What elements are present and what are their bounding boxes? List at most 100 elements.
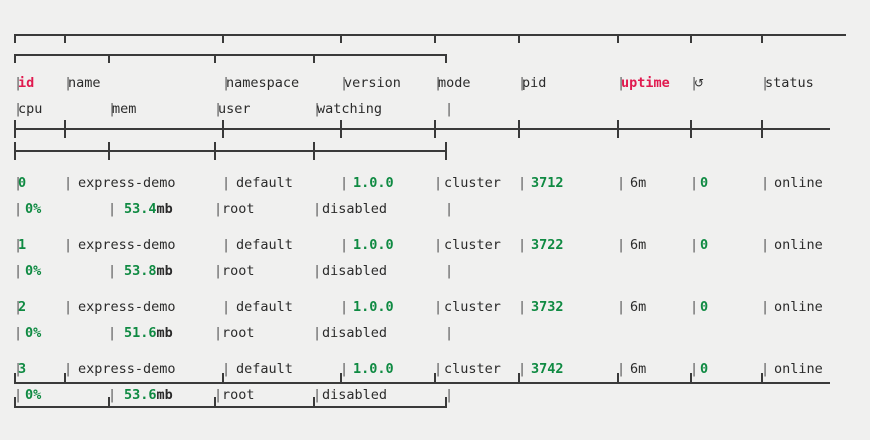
column-separator: | — [14, 175, 23, 191]
cell-mem: 53.8mb — [124, 263, 173, 279]
table-rule-tick — [761, 34, 763, 43]
cell-pid: 3732 — [531, 299, 564, 315]
column-separator: | — [222, 361, 231, 377]
cell-mem-unit: mb — [156, 201, 173, 217]
column-separator: | — [64, 75, 73, 91]
table-rule-tick — [14, 54, 16, 63]
column-separator: | — [222, 175, 231, 191]
column-separator: | — [761, 361, 770, 377]
cell-mem: 53.4mb — [124, 201, 173, 217]
table-rule-tick — [313, 54, 315, 63]
column-separator: | — [434, 175, 443, 191]
cell-name: express-demo — [78, 237, 176, 253]
column-separator: | — [14, 299, 23, 315]
column-separator: | — [14, 361, 23, 377]
cell-cpu: 0% — [25, 387, 42, 403]
cell-version: 1.0.0 — [353, 299, 394, 315]
table-rule-tick — [518, 120, 520, 138]
column-separator: | — [14, 263, 23, 279]
column-separator: | — [214, 101, 223, 117]
cell-id: 1 — [18, 237, 27, 253]
table-rule-tick — [108, 54, 110, 63]
cell-name: express-demo — [78, 361, 176, 377]
cell-pid: 3712 — [531, 175, 564, 191]
cell-pid: 3742 — [531, 361, 564, 377]
column-separator: | — [690, 75, 699, 91]
cell-status: online — [774, 237, 823, 253]
column-separator: | — [518, 237, 527, 253]
table-rule-tick — [14, 397, 16, 408]
column-separator: | — [313, 263, 322, 279]
column-separator: | — [14, 325, 23, 341]
column-separator: | — [14, 237, 23, 253]
table-rule-tick — [313, 142, 315, 160]
column-separator: | — [617, 237, 626, 253]
column-separator: | — [690, 299, 699, 315]
table-rule-tick — [617, 120, 619, 138]
table-rule-tick — [518, 34, 520, 43]
table-rule-tick — [222, 373, 224, 384]
cell-user: root — [222, 325, 255, 341]
table-rule-tick — [340, 120, 342, 138]
column-separator: | — [761, 75, 770, 91]
column-separator: | — [108, 101, 117, 117]
column-header-pid: pid — [522, 75, 547, 91]
cell-status: online — [774, 361, 823, 377]
table-rule-tick — [214, 54, 216, 63]
cell-mem-unit: mb — [156, 325, 173, 341]
column-header-watching: watching — [317, 101, 383, 117]
table-rule — [14, 406, 445, 408]
cell-user: root — [222, 201, 255, 217]
cell-watching: disabled — [322, 387, 388, 403]
cell-mode: cluster — [444, 361, 501, 377]
cell-namespace: default — [236, 299, 293, 315]
column-header-name: name — [68, 75, 101, 91]
column-separator: | — [14, 75, 23, 91]
column-separator: | — [14, 387, 23, 403]
table-rule-tick — [214, 397, 216, 408]
column-separator: | — [617, 299, 626, 315]
cell-namespace: default — [236, 237, 293, 253]
cell-namespace: default — [236, 361, 293, 377]
column-header-version: version — [344, 75, 401, 91]
column-separator: | — [108, 387, 117, 403]
column-separator: | — [222, 75, 231, 91]
cell-cpu: 0% — [25, 325, 42, 341]
table-rule-tick — [518, 373, 520, 384]
cell-user: root — [222, 263, 255, 279]
cell-id: 0 — [18, 175, 27, 191]
cell-watching: disabled — [322, 263, 388, 279]
column-separator: | — [434, 361, 443, 377]
column-separator: | — [313, 325, 322, 341]
table-rule-tick — [222, 34, 224, 43]
cell-mem: 53.6mb — [124, 387, 173, 403]
table-rule — [14, 34, 846, 36]
table-rule-tick — [434, 120, 436, 138]
column-separator: | — [14, 101, 23, 117]
column-separator: | — [434, 75, 443, 91]
table-rule-tick — [14, 373, 16, 384]
cell-id: 3 — [18, 361, 27, 377]
cell-pid: 3722 — [531, 237, 564, 253]
column-separator: | — [445, 325, 454, 341]
column-separator: | — [518, 299, 527, 315]
column-separator: | — [64, 299, 73, 315]
column-separator: | — [518, 75, 527, 91]
column-separator: | — [340, 237, 349, 253]
cell-status: online — [774, 299, 823, 315]
column-header-mode: mode — [438, 75, 471, 91]
column-separator: | — [617, 361, 626, 377]
column-header-namespace: namespace — [226, 75, 300, 91]
table-rule-tick — [14, 142, 16, 160]
cell-cpu: 0% — [25, 263, 42, 279]
cell-restarts: 0 — [700, 237, 709, 253]
table-rule-tick — [14, 34, 16, 43]
column-separator: | — [313, 101, 322, 117]
column-separator: | — [108, 201, 117, 217]
table-rule-tick — [222, 120, 224, 138]
column-separator: | — [214, 201, 223, 217]
table-rule — [14, 382, 830, 384]
cell-name: express-demo — [78, 299, 176, 315]
table-rule-tick — [617, 34, 619, 43]
